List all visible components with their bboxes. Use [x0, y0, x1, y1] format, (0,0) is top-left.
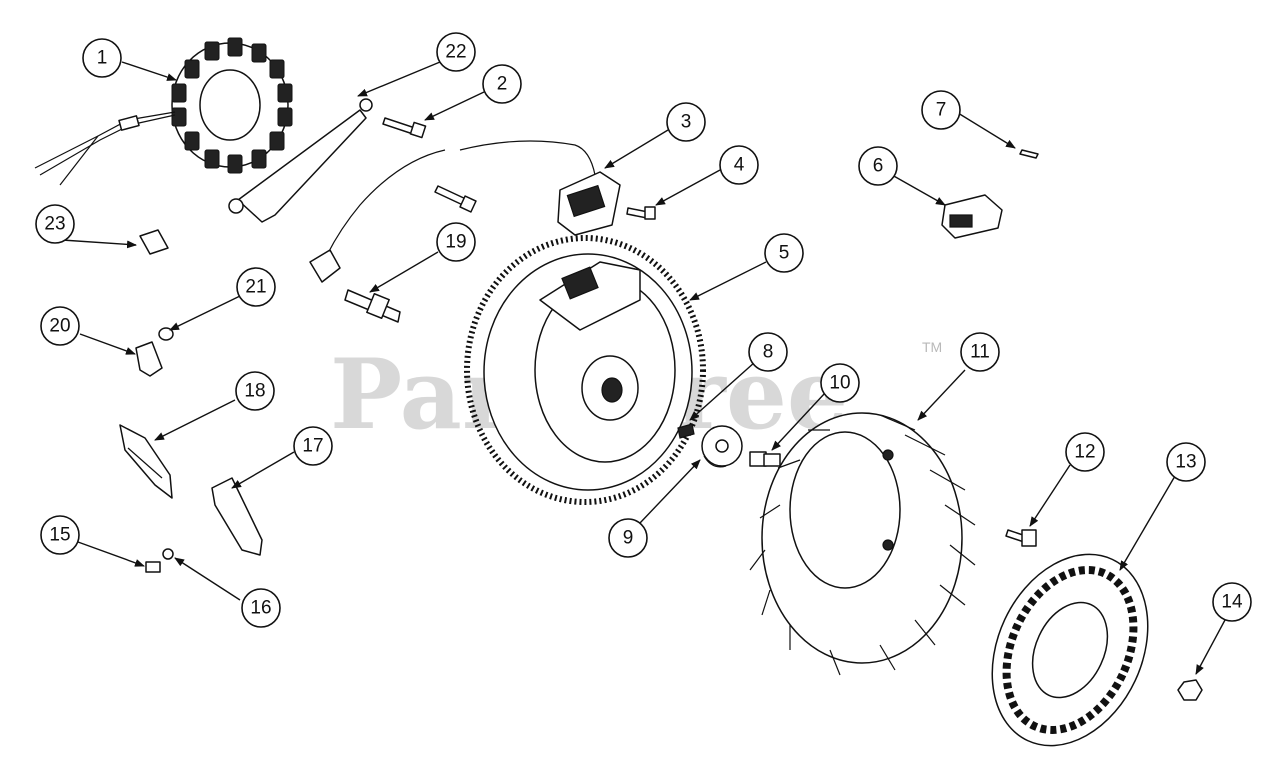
callout-11-label: 11 — [970, 342, 990, 363]
part-screw-7 — [1019, 149, 1039, 159]
callout-6-label: 6 — [873, 156, 884, 177]
callout-8: 8 — [748, 332, 788, 372]
callout-22-label: 22 — [445, 42, 466, 63]
part-bolt-mount — [434, 185, 477, 213]
part-rectifier — [941, 194, 1003, 239]
part-brake-18 — [119, 424, 173, 499]
part-stator — [34, 37, 293, 186]
part-bracket-20 — [135, 341, 163, 377]
callout-15: 15 — [40, 515, 80, 555]
callout-13-label: 13 — [1175, 452, 1196, 473]
callout-1: 1 — [82, 38, 122, 78]
callout-22: 22 — [436, 32, 476, 72]
callout-4-label: 4 — [734, 155, 745, 176]
callout-18: 18 — [235, 371, 275, 411]
part-spark-plug — [309, 249, 401, 323]
part-ground-strap — [228, 98, 373, 223]
part-key — [677, 423, 695, 439]
callout-15-label: 15 — [49, 525, 70, 546]
callout-5: 5 — [764, 233, 804, 273]
part-nut — [1177, 679, 1203, 701]
part-flywheel — [464, 235, 706, 505]
callout-17-label: 17 — [302, 436, 323, 457]
callout-10: 10 — [820, 363, 860, 403]
callout-23: 23 — [35, 204, 75, 244]
callout-2: 2 — [482, 64, 522, 104]
callout-14: 14 — [1212, 582, 1252, 622]
callout-19-label: 19 — [445, 232, 466, 253]
callout-3: 3 — [666, 102, 706, 142]
callout-16: 16 — [241, 588, 281, 628]
part-bracket-17 — [211, 477, 263, 556]
callout-9-label: 9 — [623, 528, 634, 549]
part-screen — [991, 553, 1149, 747]
callout-6: 6 — [858, 146, 898, 186]
callout-12-label: 12 — [1074, 442, 1095, 463]
part-fan — [749, 412, 976, 676]
callout-19: 19 — [436, 222, 476, 262]
part-screw-15 — [145, 561, 161, 573]
leader-lines — [61, 61, 1226, 675]
callout-3-label: 3 — [681, 112, 692, 133]
callout-10-label: 10 — [829, 373, 850, 394]
part-bolt-2 — [382, 117, 427, 139]
callout-5-label: 5 — [779, 243, 790, 264]
callout-14-label: 14 — [1221, 592, 1243, 613]
part-bolt-4 — [626, 206, 656, 220]
callout-23-label: 23 — [44, 214, 65, 235]
part-bolt-10 — [749, 451, 781, 467]
callout-4: 4 — [719, 145, 759, 185]
callout-1-label: 1 — [97, 48, 108, 69]
part-bolt-12 — [1005, 529, 1037, 547]
part-ignition-module — [319, 140, 621, 271]
callout-21-label: 21 — [245, 277, 266, 298]
part-clip-23 — [139, 229, 169, 255]
callout-13: 13 — [1166, 442, 1206, 482]
callout-18-label: 18 — [244, 381, 265, 402]
callout-9: 9 — [608, 518, 648, 558]
callout-20: 20 — [40, 306, 80, 346]
callout-7: 7 — [921, 90, 961, 130]
watermark-trademark: TM — [922, 339, 942, 355]
callout-20-label: 20 — [49, 316, 70, 337]
callout-21: 21 — [236, 267, 276, 307]
part-washer — [701, 425, 743, 468]
callout-11: 11 — [960, 332, 1000, 372]
callout-2-label: 2 — [497, 74, 508, 95]
callout-17: 17 — [293, 426, 333, 466]
part-washer-16 — [162, 548, 174, 560]
callout-7-label: 7 — [936, 100, 947, 121]
part-nut-21 — [158, 327, 174, 341]
callout-12: 12 — [1065, 432, 1105, 472]
callout-16-label: 16 — [250, 598, 271, 619]
callout-8-label: 8 — [763, 342, 774, 363]
